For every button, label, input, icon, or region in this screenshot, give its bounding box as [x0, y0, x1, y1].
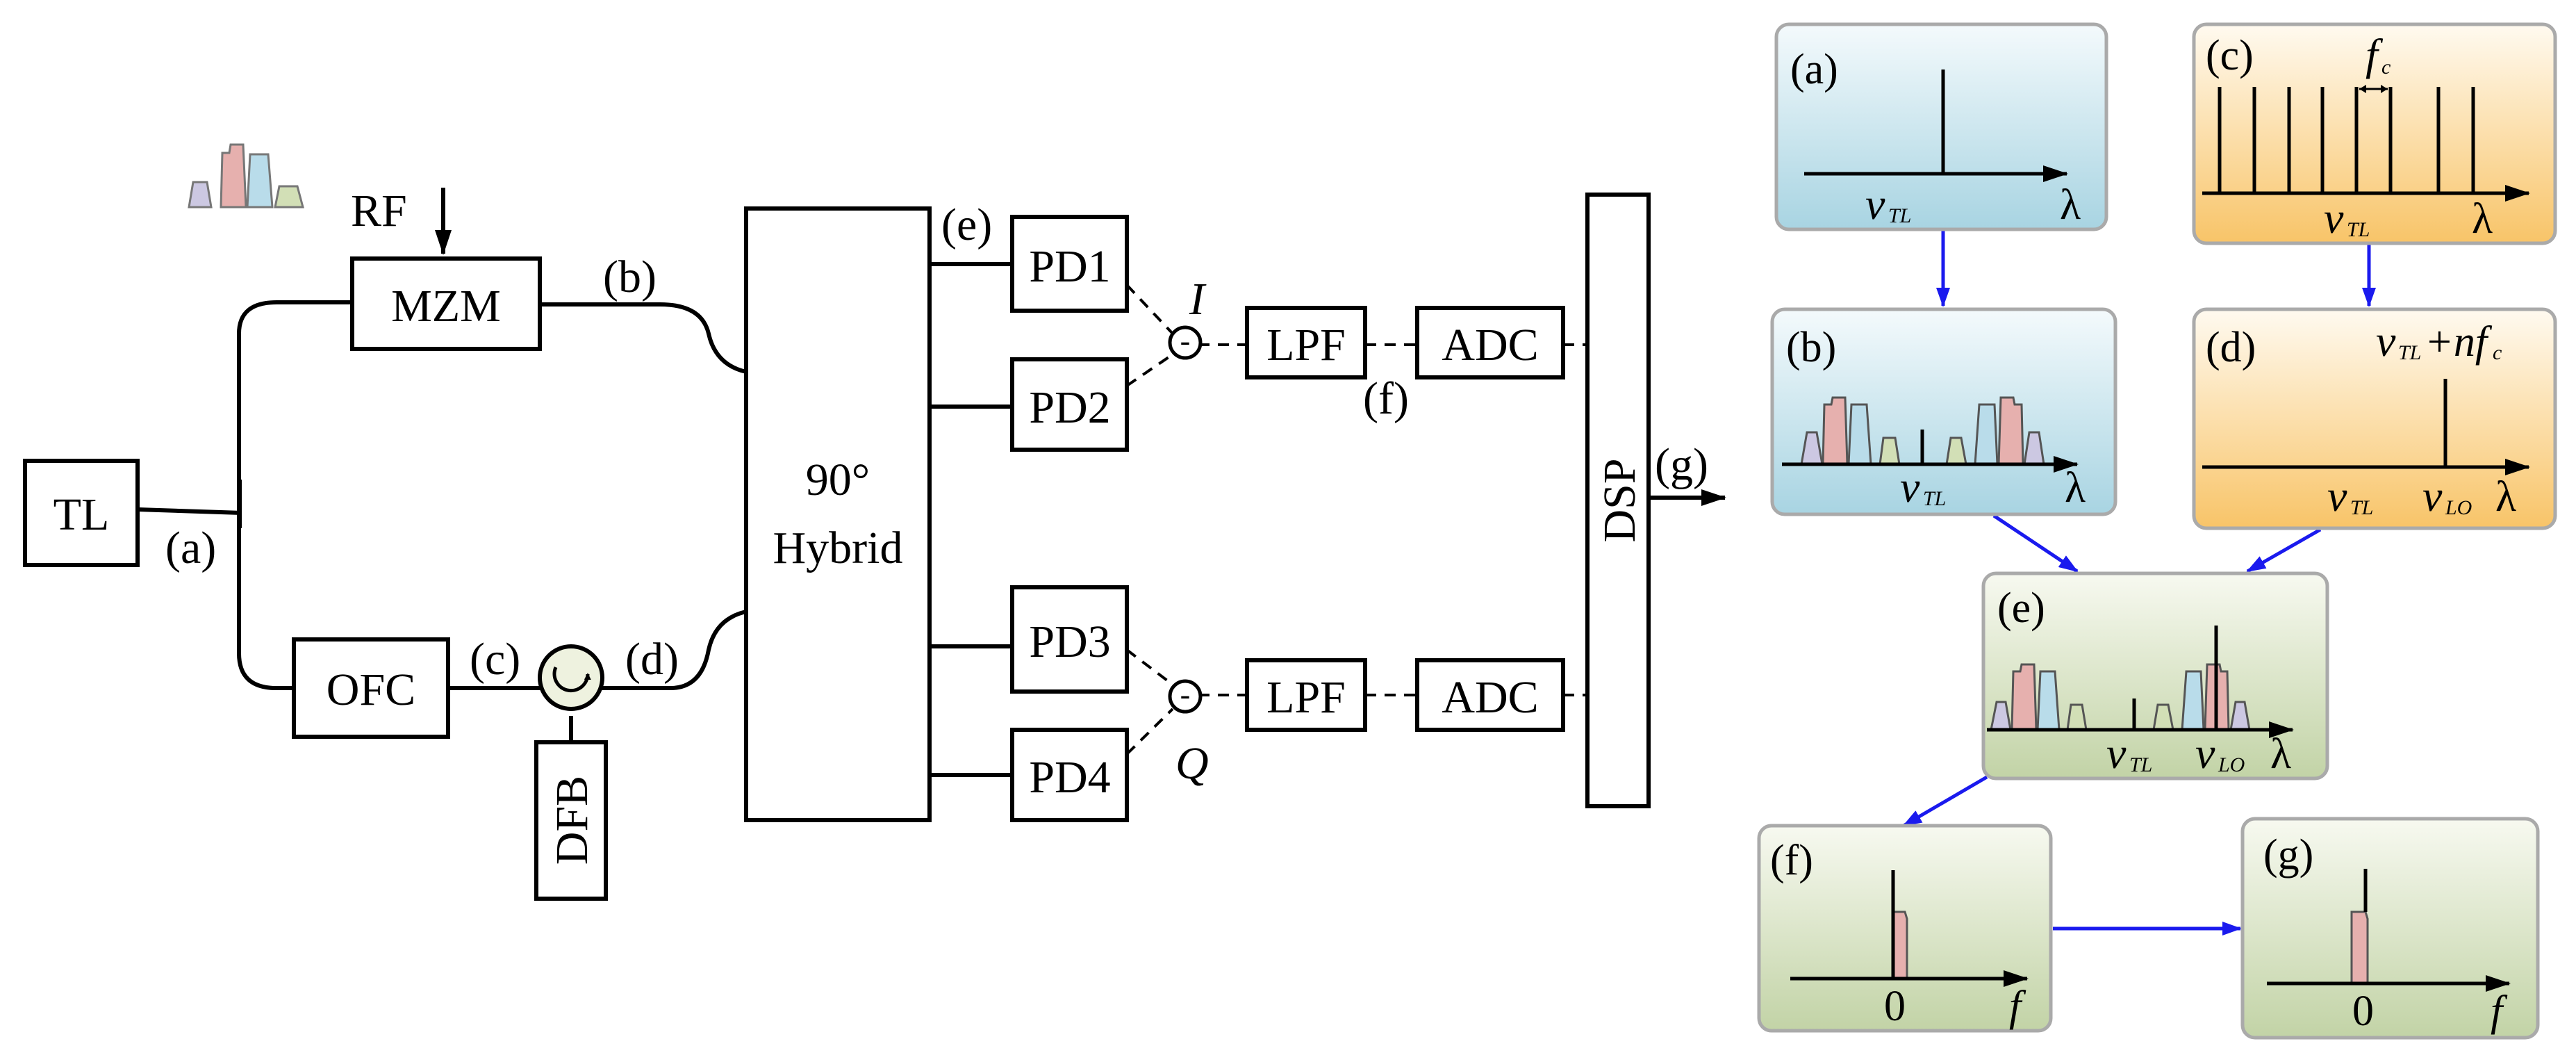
panel-f-tag: (f): [1770, 837, 1813, 884]
panel-c-nu: v: [2324, 193, 2344, 243]
hybrid-block: 90° Hybrid: [744, 206, 932, 822]
panel-b-nu-sub: TL: [1923, 487, 1946, 510]
mzm-label: MZM: [391, 281, 501, 332]
panel-d: (d) v TL +nf c v TL v LO λ: [2192, 307, 2557, 530]
dsp-label: DSP: [1594, 458, 1645, 542]
panel-a-nu: v: [1865, 179, 1885, 229]
lpf-i-label: LPF: [1266, 320, 1346, 370]
panel-e-nu-sub: TL: [2129, 753, 2152, 776]
point-d-label: (d): [625, 634, 679, 685]
panel-e-axis: λ: [2270, 730, 2291, 778]
panel-d-nu-sub: TL: [2350, 496, 2373, 519]
panel-c-axis: λ: [2472, 195, 2493, 243]
pd4-block: PD4: [1010, 728, 1129, 822]
pd4-label: PD4: [1029, 752, 1110, 803]
panel-e-nu-lo: v: [2195, 728, 2215, 778]
panel-d-axis: λ: [2495, 473, 2516, 521]
i-branch-label: I: [1189, 274, 1207, 325]
circulator: [538, 644, 604, 711]
panel-d-nu-lo-sub: LO: [2445, 496, 2472, 519]
dsp-block: DSP: [1585, 193, 1651, 808]
hybrid-label-line2: Hybrid: [773, 523, 903, 573]
panel-a-tag: (a): [1790, 46, 1838, 93]
panel-c-nu-sub: TL: [2347, 218, 2370, 241]
pd2-label: PD2: [1029, 382, 1110, 433]
adc-q-label: ADC: [1442, 672, 1538, 723]
panel-e-tag: (e): [1997, 585, 2045, 632]
panel-e: (e) v TL v LO λ: [1981, 571, 2329, 781]
mzm-block: MZM: [350, 256, 542, 351]
point-a-label: (a): [165, 523, 216, 573]
adc-q-block: ADC: [1415, 658, 1565, 732]
panel-a-nu-sub: TL: [1888, 204, 1911, 227]
pd3-block: PD3: [1010, 585, 1129, 694]
point-f-label: (f): [1363, 373, 1409, 424]
tl-block: TL: [23, 459, 140, 567]
subtractor-i-sign: -: [1180, 324, 1191, 358]
panel-g-zero: 0: [2352, 988, 2374, 1035]
panel-g-tag: (g): [2263, 831, 2313, 879]
pd1-label: PD1: [1029, 241, 1110, 292]
lpf-i-block: LPF: [1245, 306, 1367, 379]
panel-e-nu-lo-sub: LO: [2218, 753, 2245, 776]
panel-d-top-nu-sub: TL: [2398, 341, 2421, 364]
subtractor-q-sign: -: [1180, 678, 1191, 712]
panel-d-top-rest: +nf: [2425, 318, 2493, 366]
ofc-label: OFC: [327, 664, 415, 715]
ofc-block: OFC: [292, 637, 450, 739]
optical-connections: [137, 188, 1726, 777]
lpf-q-label: LPF: [1266, 672, 1346, 723]
hybrid-label-line1: 90°: [806, 455, 870, 505]
panel-b: (b) v TL λ: [1770, 307, 2117, 516]
panel-d-nu: v: [2327, 471, 2347, 521]
point-b-label: (b): [603, 252, 657, 302]
panel-g: (g) 0 f: [2240, 817, 2540, 1040]
lpf-q-block: LPF: [1245, 658, 1367, 732]
panel-c: (c) f c v TL λ: [2192, 22, 2557, 245]
panel-d-top-nu: v: [2376, 316, 2396, 366]
subtractor-i: -: [1168, 324, 1203, 360]
adc-i-label: ADC: [1442, 320, 1538, 370]
panel-c-spacing-sub: c: [2381, 56, 2391, 79]
point-g-label: (g): [1655, 439, 1708, 490]
panel-c-spacing-marker: [2359, 85, 2388, 93]
panel-d-top-rest-sub: c: [2493, 341, 2502, 364]
subtractor-q: -: [1168, 678, 1203, 714]
panel-b-nu: v: [1900, 462, 1920, 512]
point-e-label: (e): [941, 199, 992, 250]
dfb-block: DFB: [534, 740, 608, 901]
q-branch-label: Q: [1175, 738, 1209, 789]
panel-a-axis: λ: [2060, 181, 2081, 229]
panel-d-nu-lo: v: [2422, 471, 2443, 521]
tl-label: TL: [53, 489, 110, 540]
electrical-connections: [1125, 284, 1587, 755]
panel-f: (f) 0 f: [1757, 824, 2053, 1033]
pd2-block: PD2: [1010, 357, 1129, 452]
panel-d-tag: (d): [2206, 324, 2256, 371]
panel-b-tag: (b): [1786, 324, 1836, 371]
panel-e-nu: v: [2106, 728, 2127, 778]
panel-a: (a) v TL λ: [1774, 22, 2108, 231]
pd3-label: PD3: [1029, 616, 1110, 667]
panel-f-zero: 0: [1884, 983, 1906, 1030]
adc-i-block: ADC: [1415, 306, 1565, 379]
panel-c-comb-lines: [2218, 87, 2475, 193]
panel-b-axis: λ: [2065, 464, 2086, 512]
pd1-block: PD1: [1010, 215, 1129, 313]
dfb-label: DFB: [547, 776, 597, 865]
rf-spectrum-icon: [188, 143, 304, 209]
rf-label: RF: [351, 186, 407, 236]
panel-c-tag: (c): [2206, 32, 2254, 79]
panel-flow-arrows: [1902, 229, 2376, 936]
point-c-label: (c): [470, 634, 520, 685]
